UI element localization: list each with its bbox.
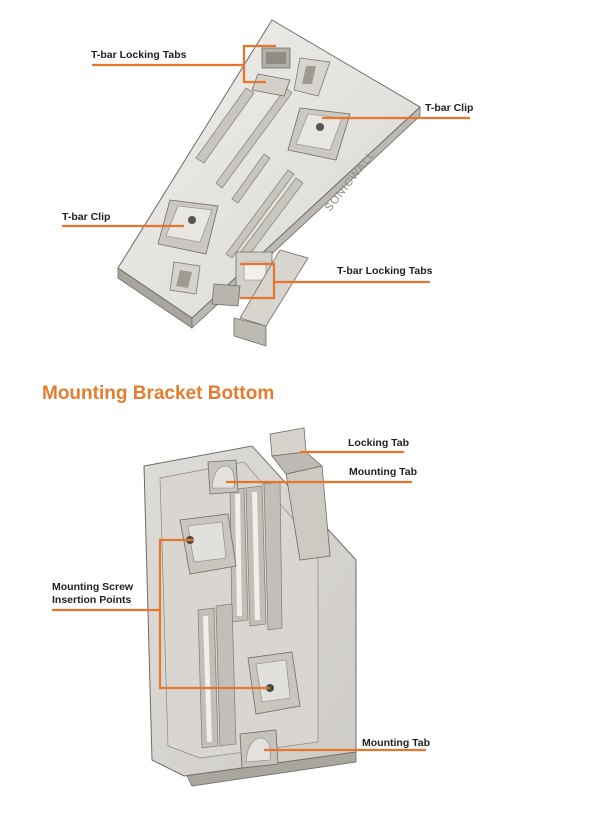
locking-tab-part — [269, 427, 331, 561]
bracket-bottom-view — [143, 427, 357, 787]
label-mounting-tab-top: Mounting Tab — [349, 466, 418, 478]
label-mounting-screw-line1: Mounting Screw — [52, 581, 134, 593]
bracket-top-view: SONICWALL — [117, 19, 421, 347]
section-heading: Mounting Bracket Bottom — [42, 383, 275, 404]
screw-block-lower — [247, 651, 301, 715]
label-tbar-clip-right: T-bar Clip — [425, 102, 474, 114]
screw-block-upper — [179, 513, 237, 575]
label-tbar-locking-tabs-top: T-bar Locking Tabs — [91, 49, 187, 61]
label-locking-tab: Locking Tab — [348, 437, 410, 449]
top-locking-tabs-upper — [251, 47, 331, 97]
label-tbar-locking-tabs-bottom: T-bar Locking Tabs — [337, 265, 433, 277]
mounting-tab-lower-part — [239, 729, 279, 769]
label-mounting-tab-bottom: Mounting Tab — [362, 737, 431, 749]
leader-lines — [52, 44, 470, 752]
mounting-tab-upper-part — [207, 459, 239, 495]
label-tbar-clip-left: T-bar Clip — [62, 211, 111, 223]
tbar-clip-right-part — [287, 107, 351, 161]
tbar-clip-left-part — [157, 199, 219, 255]
label-mounting-screw-line2: Insertion Points — [52, 594, 132, 606]
